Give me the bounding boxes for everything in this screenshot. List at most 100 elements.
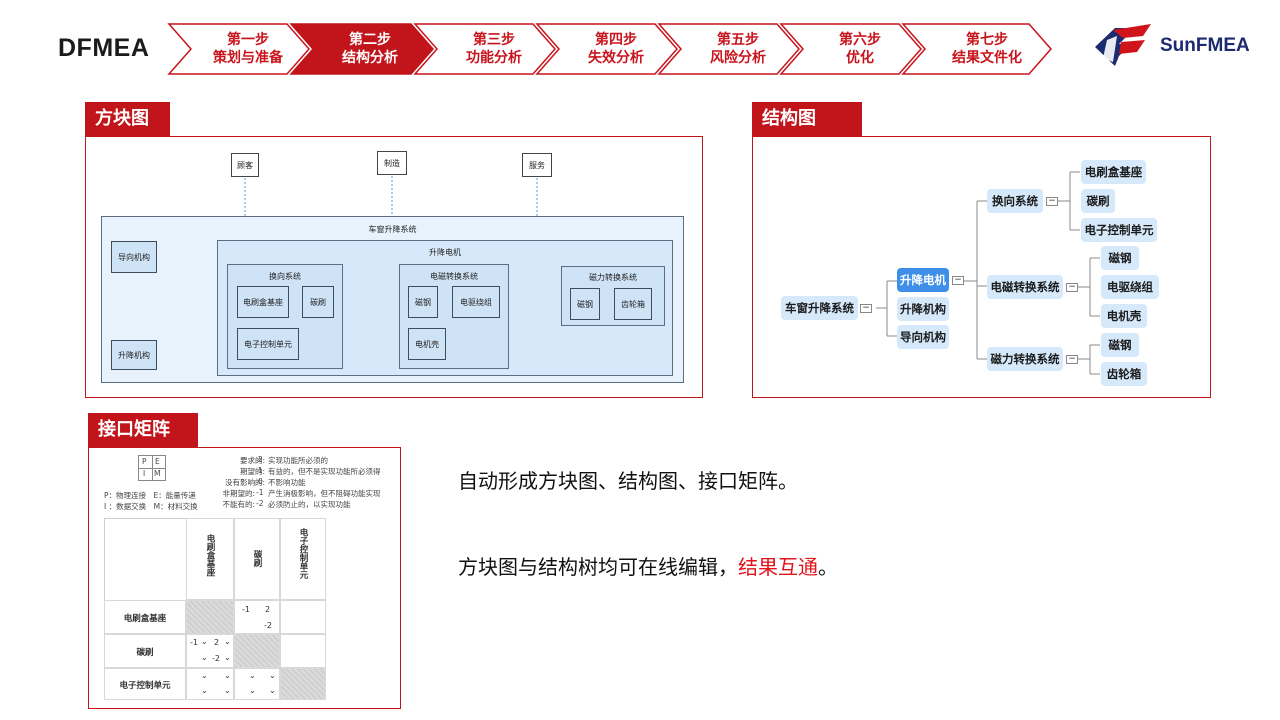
chevron-down-icon[interactable]: ⌄: [224, 653, 231, 662]
cell-value: -2: [212, 654, 220, 663]
step-2-label: 第二步结构分析: [342, 32, 398, 66]
tree-node-root[interactable]: 车窗升降系统: [781, 296, 858, 320]
external-customer[interactable]: 顾客: [231, 153, 259, 177]
tree-node-lift-mechanism[interactable]: 升降机构: [897, 297, 949, 321]
cell-value: -2: [264, 621, 272, 630]
step-5-label: 第五步风险分析: [710, 32, 766, 66]
block-diagram-tab[interactable]: 方块图: [85, 102, 170, 136]
sunfmea-logo-icon: [1095, 24, 1151, 66]
matrix-row-label-carbon-brush: 碳刷: [136, 648, 154, 658]
key-desc-2: I ：数据交换 M：材料交换: [104, 502, 198, 511]
matrix-col-header: [186, 518, 234, 600]
legend-value-neutral: 0: [258, 477, 263, 486]
matrix-cell-r1c2[interactable]: -1 2 -2: [234, 600, 280, 634]
carbon-brush-block[interactable]: 碳刷: [302, 286, 334, 318]
interface-matrix-tab[interactable]: 接口矩阵: [88, 413, 198, 447]
tree-node-magnet-steel[interactable]: 磁钢: [1101, 246, 1139, 270]
cell-value: -1: [190, 638, 198, 647]
chevron-down-icon[interactable]: ⌄: [249, 671, 256, 680]
chevron-down-icon[interactable]: ⌄: [224, 686, 231, 695]
chevron-down-icon[interactable]: ⌄: [201, 686, 208, 695]
legend-desc-desired: 有益的，但不是实现功能所必须得: [268, 467, 381, 476]
matrix-cell-r1c3[interactable]: [280, 600, 326, 634]
chevron-down-icon[interactable]: ⌄: [224, 671, 231, 680]
key-m: M: [154, 469, 161, 478]
matrix-col-header: [280, 518, 326, 600]
matrix-cell-r2c1[interactable]: -1 ⌄ 2 ⌄ ⌄ -2 ⌄: [186, 634, 234, 668]
tree-node-magnetic-conversion[interactable]: 磁力转换系统: [987, 347, 1063, 371]
collapse-icon[interactable]: −: [1046, 197, 1058, 206]
guide-mechanism-block[interactable]: 导向机构: [111, 241, 157, 273]
chevron-down-icon[interactable]: ⌄: [224, 637, 231, 646]
step-1-arrow[interactable]: [167, 23, 310, 75]
legend-label-neutral: 没有影响的:: [224, 478, 265, 487]
matrix-cell-r2c3[interactable]: [280, 634, 326, 668]
motor-housing-block[interactable]: 电机壳: [408, 328, 446, 360]
brush-holder-base-block[interactable]: 电刷盒基座: [237, 286, 289, 318]
external-manufacturing[interactable]: 制造: [377, 151, 407, 175]
key-i: I: [143, 469, 146, 478]
tree-node-em-conversion[interactable]: 电磁转换系统: [987, 275, 1063, 299]
legend-label-desired: 期望的:: [239, 467, 265, 476]
chevron-down-icon[interactable]: ⌄: [269, 686, 276, 695]
cell-value: 2: [265, 605, 271, 614]
tree-node-guide-mechanism[interactable]: 导向机构: [897, 325, 949, 349]
step-navigation: 第一步策划与准备 第二步结构分析 第三步功能分析 第四步失效分析 第五步风险分析…: [167, 22, 1057, 76]
magnet-steel-block[interactable]: 磁钢: [408, 286, 438, 318]
collapse-icon[interactable]: −: [860, 304, 872, 313]
collapse-icon[interactable]: −: [952, 276, 964, 285]
chevron-down-icon[interactable]: ⌄: [269, 671, 276, 680]
chevron-down-icon[interactable]: ⌄: [201, 653, 208, 662]
step-3-label: 第三步功能分析: [466, 32, 522, 66]
legend-desc-forbidden: 必须防止的，以实现功能: [268, 500, 351, 509]
key-e: E: [155, 457, 160, 466]
step-7-arrow[interactable]: [901, 23, 1052, 75]
external-service[interactable]: 服务: [522, 153, 552, 177]
chevron-down-icon[interactable]: ⌄: [201, 671, 208, 680]
legend-value-desired: 1: [258, 466, 263, 475]
tree-node-lift-motor[interactable]: 升降电机: [897, 268, 949, 292]
caption-line-2-prefix: 方块图与结构树均可在线编辑，: [458, 555, 738, 579]
caption-highlight: 结果互通: [738, 555, 818, 579]
lift-mechanism-block[interactable]: 升降机构: [111, 340, 157, 370]
legend-desc-neutral: 不影响功能: [268, 478, 306, 487]
step-4-arrow[interactable]: [535, 23, 678, 75]
step-5-arrow[interactable]: [657, 23, 800, 75]
matrix-row-header: [104, 634, 186, 668]
matrix-cell-r3c2[interactable]: ⌄ ⌄ ⌄ ⌄: [234, 668, 280, 700]
tree-node-brush-holder-base[interactable]: 电刷盒基座: [1081, 160, 1146, 184]
tree-node-drive-winding[interactable]: 电驱绕组: [1101, 275, 1159, 299]
matrix-cell-diagonal: [234, 634, 280, 668]
matrix-cell-r3c1[interactable]: ⌄ ⌄ ⌄ ⌄: [186, 668, 234, 700]
tree-node-gearbox[interactable]: 齿轮箱: [1101, 362, 1147, 386]
caption-line-1: 自动形成方块图、结构图、接口矩阵。: [458, 469, 798, 493]
matrix-row-header: [104, 600, 186, 634]
drive-winding-block[interactable]: 电驱绕组: [452, 286, 500, 318]
matrix-row-header: [104, 668, 186, 700]
tree-node-motor-housing[interactable]: 电机壳: [1101, 304, 1147, 328]
collapse-icon[interactable]: −: [1066, 355, 1078, 364]
logo-text: SunFMEA: [1160, 35, 1250, 56]
matrix-row-label-ecu: 电子控制单元: [119, 681, 171, 691]
system-window-lift-title: 车窗升降系统: [368, 225, 417, 234]
brand-title: DFMEA: [58, 34, 150, 62]
step-2-arrow[interactable]: [289, 23, 434, 75]
step-3-arrow[interactable]: [413, 23, 556, 75]
ecu-block[interactable]: 电子控制单元: [237, 328, 299, 360]
collapse-icon[interactable]: −: [1066, 283, 1078, 292]
tree-node-commutation[interactable]: 换向系统: [987, 189, 1043, 213]
tree-node-magnet-steel-2[interactable]: 磁钢: [1101, 333, 1139, 357]
tree-node-carbon-brush[interactable]: 碳刷: [1081, 189, 1115, 213]
step-6-arrow[interactable]: [779, 23, 922, 75]
step-1-label: 第一步策划与准备: [213, 32, 283, 66]
gearbox-block[interactable]: 齿轮箱: [614, 288, 652, 320]
key-desc-1: P：物理连接 E：能量传递: [104, 491, 196, 500]
matrix-col-header: [234, 518, 280, 600]
magnet-steel-2-block[interactable]: 磁钢: [570, 288, 600, 320]
tree-node-ecu[interactable]: 电子控制单元: [1081, 218, 1157, 242]
cell-value: -1: [242, 605, 250, 614]
matrix-cell-diagonal: [186, 600, 234, 634]
chevron-down-icon[interactable]: ⌄: [201, 637, 208, 646]
structure-tree-tab[interactable]: 结构图: [752, 102, 862, 136]
chevron-down-icon[interactable]: ⌄: [249, 686, 256, 695]
